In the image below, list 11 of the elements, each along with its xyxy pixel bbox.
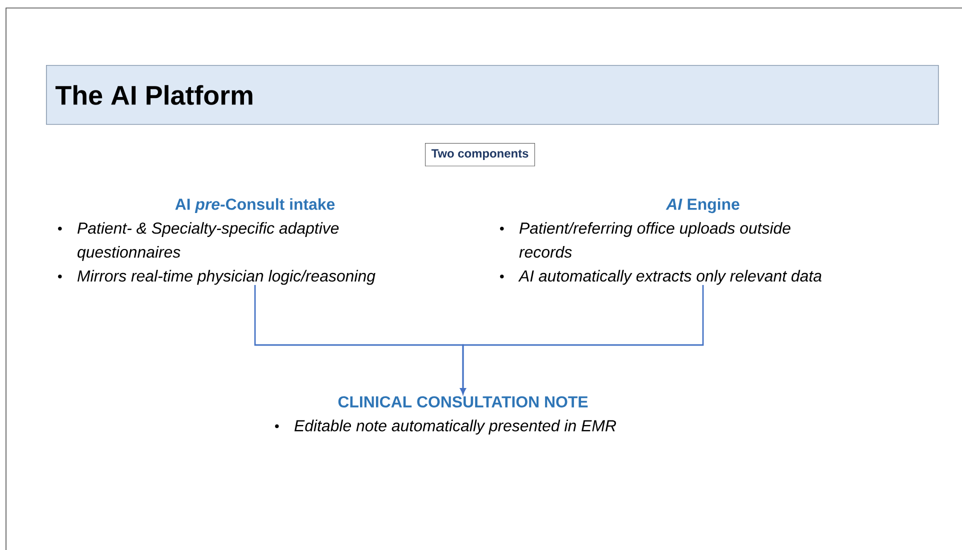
bullet-item: Editable note automatically presented in EMR <box>294 420 616 435</box>
label-box: Two components <box>425 143 535 166</box>
component-heading: CLINICAL CONSULTATION NOTE <box>338 396 588 408</box>
component-heading: AI Engine <box>666 198 740 214</box>
bullet-item: AI automatically extracts only relevant data <box>518 270 822 285</box>
title-banner: The AI Platform <box>46 65 939 125</box>
component-heading: AI pre-Consult intake <box>175 198 335 214</box>
bullet-item: Mirrors real-time physician logic/reasoning <box>78 270 376 285</box>
bullet-item: Patient- & Specialty-specific adaptive questionnaires <box>78 222 339 261</box>
bullet-item: Patient/referring office uploads outside records <box>519 222 790 258</box>
arrow <box>460 284 704 394</box>
